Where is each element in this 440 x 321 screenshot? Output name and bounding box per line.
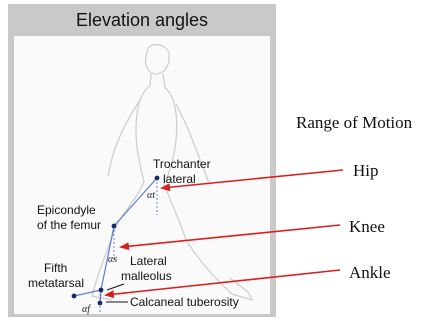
metatarsal-marker — [72, 294, 77, 299]
knee-label: Knee — [349, 217, 385, 236]
thigh-angle-label: αt — [147, 190, 155, 201]
shank-angle-label: αs — [108, 254, 117, 265]
hip-label: Hip — [353, 161, 379, 180]
trochanter-marker — [155, 176, 160, 181]
calcaneal-label: Calcaneal tuberosity — [130, 295, 239, 309]
malleolus-marker — [99, 288, 104, 293]
epicondyle-marker — [112, 224, 117, 229]
range-of-motion-heading: Range of Motion — [296, 113, 413, 132]
calcaneal-marker — [98, 301, 103, 306]
ankle-label: Ankle — [349, 263, 391, 282]
epicondyle-label: Epicondyle of the femur — [37, 203, 101, 232]
panel-title: Elevation angles — [76, 10, 208, 30]
foot-angle-label: αf — [82, 304, 91, 315]
